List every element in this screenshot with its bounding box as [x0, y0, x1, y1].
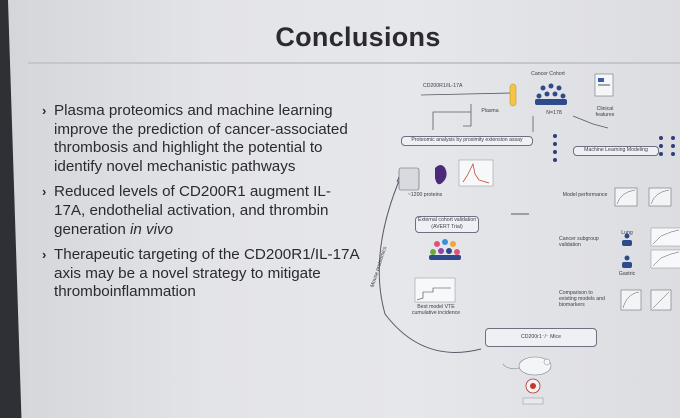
cancer-cohort-label: Cancer Cohort: [531, 71, 565, 77]
bullet-text: Plasma proteomics and machine learning i…: [54, 102, 348, 175]
title-divider: [28, 62, 680, 64]
bullet-item: › Reduced levels of CD200R1 augment IL-1…: [42, 183, 362, 239]
proteins-label: ~1200 proteins: [407, 192, 443, 198]
plasma-label: Plasma: [481, 108, 499, 114]
cumulative-incidence-label: Best model VTE cumulative incidence: [411, 304, 461, 316]
bullet-text: Reduced levels of CD200R1 augment IL-17A…: [54, 183, 331, 238]
model-performance-label: Model performance: [562, 192, 608, 198]
subgroup-validation-label: Cancer subgroup validation: [559, 236, 599, 248]
gastric-label: Gastric: [618, 271, 636, 277]
bullet-text: Therapeutic targeting of the CD200R1/IL-…: [54, 246, 359, 301]
bullet-item: › Plasma proteomics and machine learning…: [42, 102, 362, 176]
proteomic-analysis-box: Proteomic analysis by proximity extensio…: [401, 136, 533, 146]
lung-label: Lung: [621, 230, 633, 236]
clinical-features-label: Clinical features: [595, 106, 615, 118]
presentation-slide: Conclusions › Plasma proteomics and mach…: [8, 0, 680, 418]
chevron-right-icon: ›: [42, 103, 47, 118]
chevron-right-icon: ›: [42, 184, 47, 200]
slide-title: Conclusions: [275, 22, 441, 52]
mice-box: CD200r1⁻/⁻ Mice: [485, 328, 597, 347]
graphical-abstract-drawing: [378, 73, 680, 405]
bullet-item: › Therapeutic targeting of the CD200R1/I…: [42, 246, 362, 302]
bullet-list: › Plasma proteomics and machine learning…: [42, 102, 362, 309]
external-validation-box: External cohort validation (AVERT Trial): [415, 216, 479, 233]
cohort-size-label: N=178: [546, 110, 562, 116]
chevron-right-icon: ›: [42, 247, 47, 263]
comparison-label: Comparison to existing models and biomar…: [559, 290, 605, 308]
bullet-italic-text: in vivo: [130, 220, 174, 238]
graphical-abstract: CD200R1/IL-17A Cancer Cohort Plasma N=17…: [363, 64, 680, 418]
cd200r1-label: CD200R1/IL-17A: [423, 83, 463, 89]
machine-learning-box: Machine Learning Modeling: [573, 146, 659, 156]
